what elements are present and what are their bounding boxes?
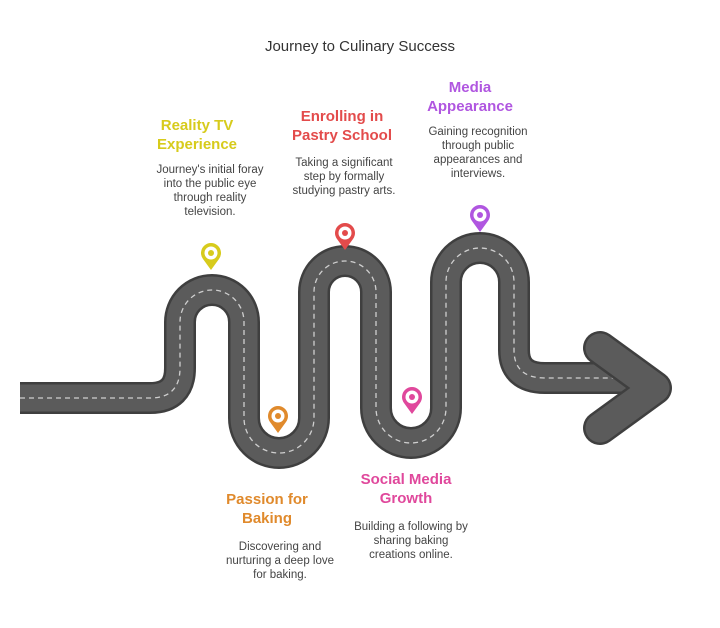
milestone-title-social-media: Social Media Growth [360,471,452,507]
location-pin-icon [402,386,423,414]
road-center-line [20,247,640,454]
location-pin-icon [201,243,221,270]
milestone-desc-pastry-school: Taking a significant step by formally st… [292,157,396,197]
milestone-title-passion-baking: Passion for Baking [226,491,308,527]
pin-dot [208,250,214,256]
pin-dot [275,413,281,419]
road-arrow-head-surface [585,333,670,443]
milestone-title-reality-tv: Reality TV Experience [156,117,238,153]
pin-dot [409,394,415,400]
diagram-title: Journey to Culinary Success [264,38,456,55]
milestone-desc-media-appearance: Gaining recognition through public appea… [428,126,528,180]
milestone-title-media-appearance: Media Appearance [427,79,513,115]
milestone-title-pastry-school: Enrolling in Pastry School [291,108,393,144]
milestone-desc-social-media: Building a following by sharing baking c… [354,521,468,561]
pin-dot [477,212,483,218]
location-pin-icon [268,406,288,433]
location-pin-icon [470,205,490,232]
location-pin-icon [335,223,355,250]
pin-dot [342,230,348,236]
milestone-desc-reality-tv: Journey's initial foray into the public … [156,164,264,218]
milestone-desc-passion-baking: Discovering and nurturing a deep love fo… [225,541,335,581]
